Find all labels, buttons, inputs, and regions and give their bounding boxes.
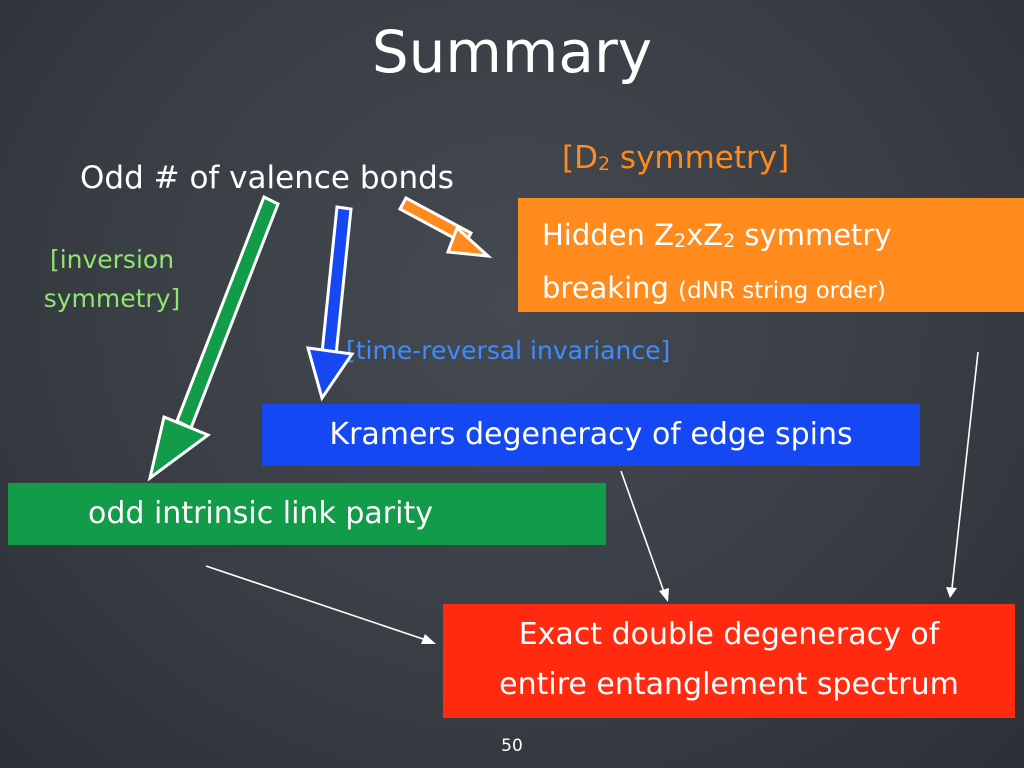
exact-degeneracy-box: Exact double degeneracy of entire entang… (443, 604, 1015, 718)
link-parity-box: odd intrinsic link parity (8, 483, 606, 545)
time-reversal-label: [time-reversal invariance] (346, 336, 671, 365)
exact-degeneracy-line2: entire entanglement spectrum (499, 667, 959, 702)
orange-arrow (397, 195, 493, 258)
page-number: 50 (501, 736, 523, 756)
hidden-sub2: 2 (723, 230, 736, 252)
hidden-symmetry-box: Hidden Z2xZ2 symmetry breaking (dNR stri… (518, 198, 1024, 312)
slide-title: Summary (371, 18, 653, 86)
thin-arrow-parity-to-exact (205, 565, 436, 644)
d2-label-suffix: symmetry] (610, 140, 790, 176)
blue-arrow (305, 205, 355, 402)
inversion-symmetry-label: [inversion symmetry] (22, 240, 202, 318)
d2-label-subscript: 2 (597, 153, 611, 175)
thin-arrow-hidden-to-exact (946, 351, 979, 598)
hidden-line2-main: breaking (542, 271, 679, 305)
hidden-line1-prefix: Hidden Z (542, 218, 674, 252)
green-arrow (147, 194, 280, 482)
inversion-line2: symmetry] (43, 284, 181, 313)
hidden-symmetry-line2: breaking (dNR string order) (542, 265, 1024, 315)
odd-valence-bonds-text: Odd # of valence bonds (80, 160, 454, 196)
d2-label-prefix: [D (562, 140, 598, 176)
hidden-symmetry-line1: Hidden Z2xZ2 symmetry (542, 212, 1024, 265)
hidden-line1-suffix: symmetry (735, 218, 892, 252)
inversion-line1: [inversion (49, 245, 175, 274)
hidden-line1-mid: xZ (686, 218, 724, 252)
hidden-line2-small: (dNR string order) (678, 278, 886, 304)
hidden-sub1: 2 (674, 230, 687, 252)
thin-arrow-kramers-to-exact (620, 470, 669, 602)
d2-symmetry-label: [D2 symmetry] (562, 140, 789, 176)
kramers-degeneracy-box: Kramers degeneracy of edge spins (262, 404, 920, 466)
exact-degeneracy-line1: Exact double degeneracy of (518, 617, 940, 652)
